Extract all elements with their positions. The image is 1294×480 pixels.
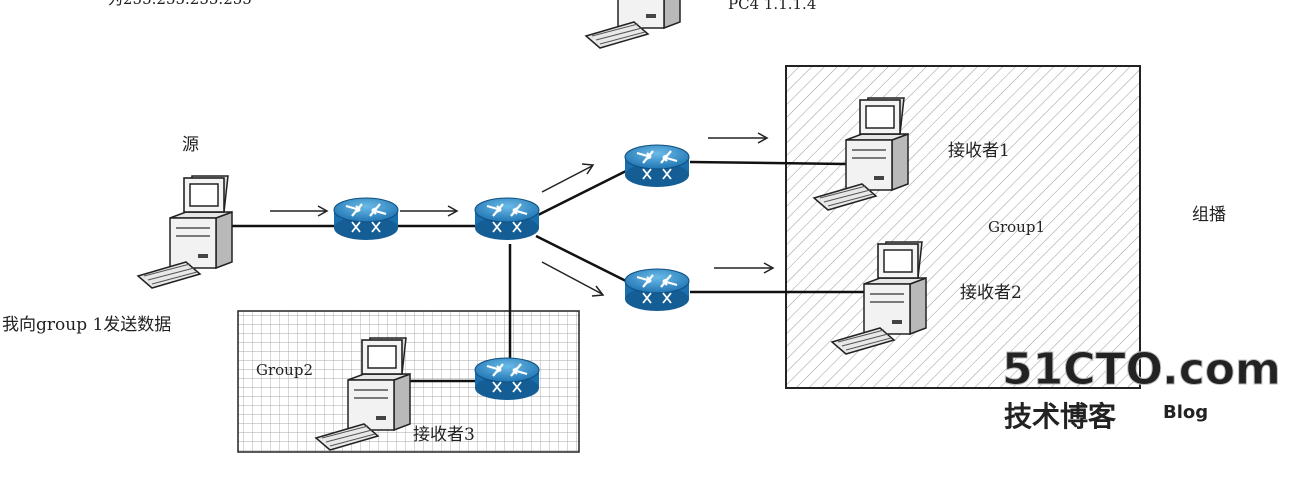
receiver2-label: 接收者2 [960, 283, 1022, 303]
source-pc-icon [137, 175, 233, 289]
network-links [232, 160, 866, 383]
pc4-icon [585, 0, 681, 49]
site-watermark: 51CTO.com 技术博客 Blog [1002, 344, 1282, 434]
link-r3-receiver1 [689, 160, 847, 166]
router-5 [473, 356, 541, 402]
group1-area [785, 65, 1141, 389]
arrow-3 [541, 163, 595, 193]
arrow-2 [400, 205, 459, 217]
router-1 [332, 196, 400, 242]
router-4 [623, 267, 691, 313]
link-r2-r4 [535, 234, 629, 284]
arrow-5 [708, 132, 769, 144]
flow-arrows [270, 132, 775, 297]
multicast-label: 组播 [1192, 205, 1226, 225]
router-2 [473, 196, 541, 242]
router-3 [623, 143, 691, 189]
group1-label: Group1 [988, 218, 1045, 236]
source-label: 源 [182, 135, 199, 155]
watermark-blog: Blog [1163, 402, 1208, 423]
arrow-1 [270, 205, 329, 217]
receiver3-label: 接收者3 [413, 425, 475, 445]
link-r2-r3 [535, 168, 629, 218]
source-note: 我向group 1发送数据 [2, 315, 171, 335]
receiver1-label: 接收者1 [948, 141, 1010, 161]
group2-label: Group2 [256, 361, 313, 379]
top-left-text-fragment: 为255.255.255.255 [108, 0, 252, 8]
pc4-label: PC4 1.1.1.4 [728, 0, 816, 13]
watermark-site: 51CTO.com [1002, 344, 1281, 395]
watermark-subtitle: 技术博客 [1004, 400, 1117, 433]
arrow-4 [541, 261, 605, 297]
arrow-6 [714, 262, 775, 274]
